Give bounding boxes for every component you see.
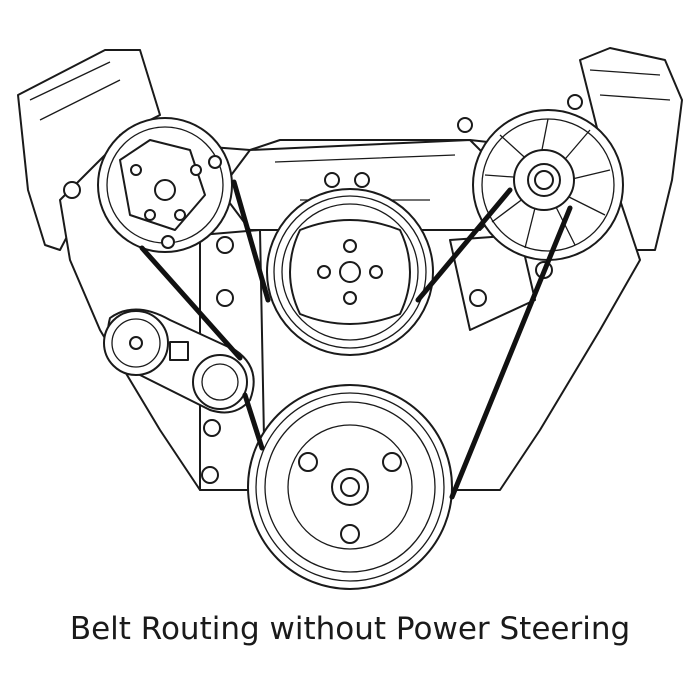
ac-compressor-pulley — [97, 117, 233, 253]
crankshaft-pulley — [247, 384, 453, 590]
water-pump-pulley — [266, 188, 434, 356]
diagram-caption: Belt Routing without Power Steering — [69, 611, 631, 647]
drive-belt — [139, 179, 573, 500]
bolt-holes — [63, 94, 583, 484]
belt-tensioner — [103, 308, 255, 414]
engine-belt-diagram — [17, 47, 683, 590]
alternator-pulley — [472, 109, 624, 261]
